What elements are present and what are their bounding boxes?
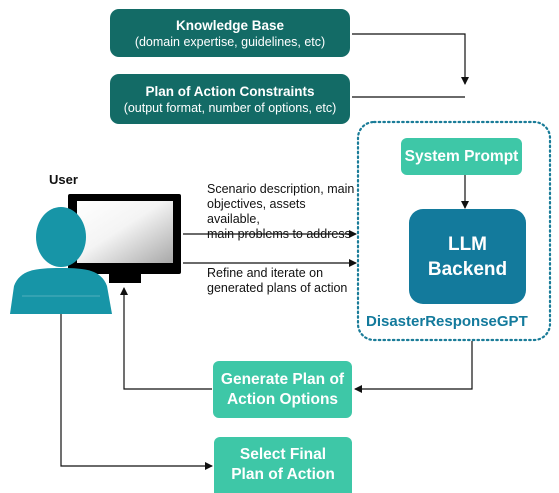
user-icon [10,207,112,314]
llm-backend-box: LLM Backend [409,209,526,304]
generate-options-box: Generate Plan of Action Options [213,361,352,418]
monitor-icon [68,194,181,283]
scenario-text: Scenario description, main objectives, a… [207,182,357,242]
generate-line-1: Generate Plan of [220,370,345,388]
scenario-line-3: main problems to address [207,227,351,241]
knowledge-base-box: Knowledge Base (domain expertise, guidel… [110,9,350,57]
select-line-1: Select Final [239,446,327,463]
llm-label-line2: Backend [427,258,508,280]
scenario-line-2: objectives, assets available, [207,197,306,226]
container-outline [356,120,552,342]
arrow-llm-to-generate [354,341,473,393]
system-prompt-label: System Prompt [404,147,519,165]
constraints-title: Plan of Action Constraints [145,83,315,99]
arrow-user-to-select [60,314,213,470]
arrow-knowledge-to-prompt [352,33,469,85]
knowledge-base-title: Knowledge Base [175,17,285,33]
generate-line-2: Action Options [226,390,339,408]
knowledge-base-subtitle: (domain expertise, guidelines, etc) [134,34,326,49]
user-label: User [49,172,78,187]
constraints-subtitle: (output format, number of options, etc) [123,100,337,115]
constraints-box: Plan of Action Constraints (output forma… [110,74,350,124]
refine-line-1: Refine and iterate on [207,266,324,280]
refine-line-2: generated plans of action [207,281,348,295]
scenario-line-1: Scenario description, main [207,182,355,196]
system-prompt-box: System Prompt [401,138,522,175]
select-final-box: Select Final Plan of Action [214,437,352,493]
refine-text: Refine and iterate on generated plans of… [207,266,357,296]
llm-label-line1: LLM [447,233,488,255]
container-label: DisasterResponseGPT [366,313,528,330]
arrow-generate-to-user [120,287,212,390]
select-line-2: Plan of Action [231,466,335,483]
